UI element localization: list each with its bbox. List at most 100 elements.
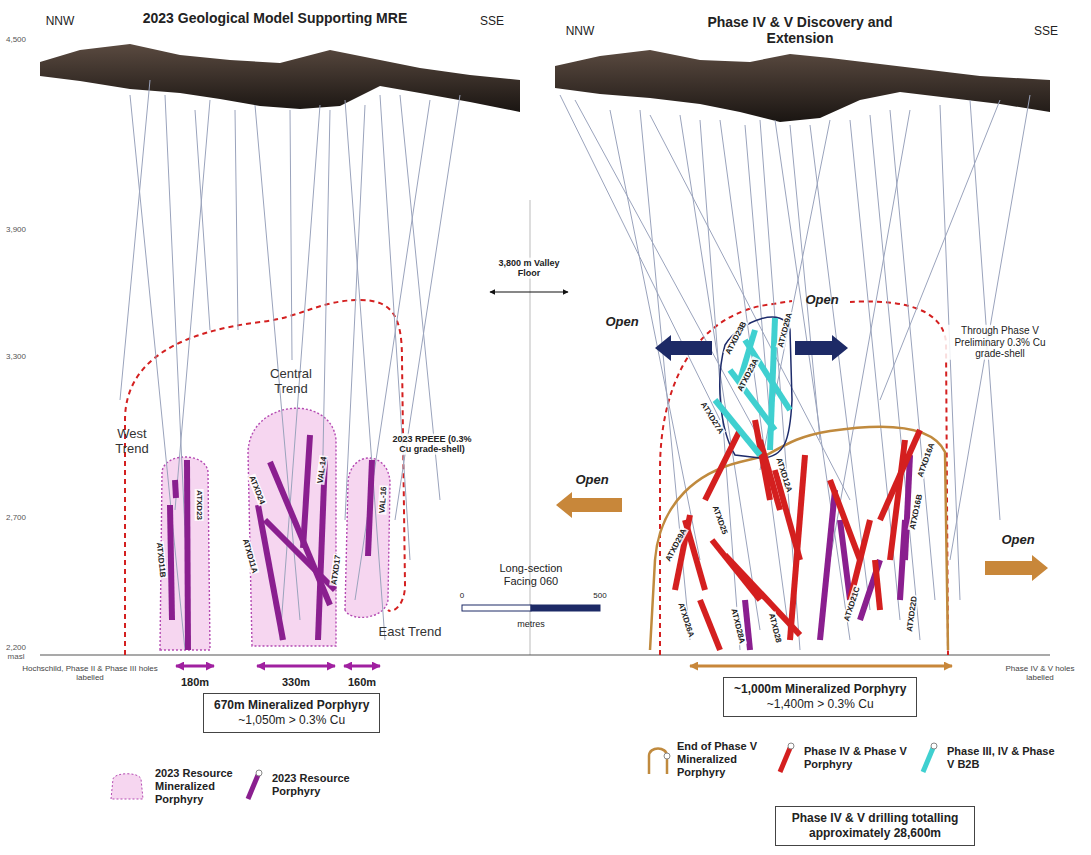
legend-shape — [931, 743, 937, 749]
drill-hole — [235, 110, 238, 330]
drill-holes — [120, 80, 1030, 650]
phase-iv-v-porphyry-group — [675, 420, 920, 650]
legend-sample — [105, 769, 149, 805]
summary-text: Phase IV & V drilling totalling approxim… — [786, 811, 964, 841]
phase-iv-v-porphyry — [830, 480, 860, 560]
drill-hole — [120, 80, 150, 400]
drill-hole — [195, 110, 210, 330]
open-label: Open — [1001, 533, 1034, 548]
elevation-label: 3,300 — [6, 352, 26, 361]
elevation-label: 3,900 — [6, 225, 26, 234]
legend-shape — [256, 770, 262, 776]
resource-porphyry-group — [170, 435, 372, 650]
dimension-arrow — [490, 291, 568, 292]
drill-hole — [640, 110, 690, 640]
phase-iv-v-porphyry — [875, 560, 880, 610]
drill-hole — [345, 105, 365, 520]
legend-item: Phase IV & Phase V Porphyry — [772, 740, 909, 776]
legend-text: Phase IV & Phase V Porphyry — [804, 745, 909, 771]
scale-label: metres — [517, 619, 545, 629]
resource-porphyry — [265, 520, 335, 590]
hole-label: ATXD23 — [194, 489, 203, 521]
summary-text: ~1,000m Mineralized Porphyry — [734, 682, 906, 697]
open-label: Open — [805, 293, 838, 308]
elevation-label: 4,500 — [6, 35, 26, 44]
resource-porphyry — [368, 460, 372, 556]
resource-porphyry — [303, 435, 310, 548]
hole-label: ATXD26A — [676, 601, 696, 640]
legend-shape — [788, 743, 794, 749]
hole-label: ATXD25 — [710, 503, 730, 536]
drill-hole — [345, 100, 385, 640]
legend-sample — [915, 740, 941, 776]
legend-text: 2023 Resource Mineralized Porphyry — [155, 767, 245, 807]
section-baseline — [40, 654, 1050, 655]
summary-box: Phase IV & V drilling totalling approxim… — [775, 806, 975, 846]
open-arrow — [985, 555, 1048, 581]
holes-note: Phase IV & V holes labelled — [995, 664, 1085, 682]
phase-iv-v-porphyry — [700, 600, 720, 650]
drill-hole — [395, 95, 460, 520]
width-label: 330m — [282, 676, 310, 689]
drill-hole — [775, 120, 850, 640]
drill-hole — [130, 95, 185, 650]
hole-label: ATXD23B — [723, 319, 749, 357]
compass-label: SSE — [1034, 25, 1058, 39]
open-label: Open — [575, 473, 608, 488]
trend-label: Central Trend — [261, 367, 321, 397]
hole-label: ATXD29A — [776, 311, 795, 350]
dimension-arrow — [176, 665, 214, 668]
topography — [40, 44, 520, 112]
phase-iv-v-porphyry — [790, 455, 805, 640]
grade-shell-note: Through Phase V Preliminary 0.3% Cu grad… — [944, 325, 1056, 360]
b2b-porphyry — [730, 370, 775, 430]
summary-text: ~1,400m > 0.3% Cu — [734, 697, 906, 712]
width-label: 160m — [348, 676, 376, 689]
summary-box: 670m Mineralized Porphyry~1,050m > 0.3% … — [203, 693, 380, 733]
resource-porphyry — [187, 460, 188, 650]
grade-shell — [125, 300, 405, 655]
topography — [555, 50, 1050, 122]
open-arrow — [795, 335, 848, 361]
compass-label: NNW — [566, 25, 595, 39]
phase-iv-v-porphyry — [890, 440, 905, 560]
scale-bar — [531, 605, 600, 611]
legend-shape — [248, 775, 258, 799]
legend-item: 2023 Resource Porphyry — [240, 767, 362, 803]
scale-label: 500 — [593, 591, 606, 600]
phase-v-outline — [650, 427, 948, 650]
resource-porphyry — [820, 490, 835, 640]
legend-shape — [111, 774, 143, 799]
legend-item: Phase III, IV & Phase V B2B — [915, 740, 1062, 776]
mineralized-shell — [160, 457, 210, 650]
open-arrow — [556, 492, 622, 518]
summary-text: 670m Mineralized Porphyry — [214, 698, 369, 713]
dimension-arrow — [257, 665, 335, 668]
legend-shape — [923, 748, 933, 772]
legend-text: 2023 Resource Porphyry — [272, 772, 362, 798]
compass-label: SSE — [480, 15, 504, 29]
drill-hole — [610, 110, 700, 560]
holes-note: Hochschild, Phase II & Phase III holes l… — [10, 664, 170, 682]
legend-sample — [240, 767, 266, 803]
drill-hole — [650, 115, 850, 500]
section-orientation: Long-section Facing 060 — [484, 562, 579, 587]
summary-box: ~1,000m Mineralized Porphyry~1,400m > 0.… — [723, 677, 917, 717]
panel-title: 2023 Geological Model Supporting MRE — [143, 10, 407, 26]
dimension-arrow — [690, 665, 952, 668]
dimension-arrow — [344, 665, 380, 668]
panel-title: Phase IV & V Discovery and Extension — [685, 14, 915, 46]
drill-hole — [830, 110, 910, 560]
drill-hole — [575, 100, 760, 440]
compass-label: NNW — [46, 15, 75, 29]
scale-label: 0 — [460, 591, 464, 600]
drill-hole — [290, 110, 292, 360]
legend-sample — [645, 742, 671, 778]
open-label: Open — [605, 315, 638, 330]
trend-label: East Trend — [379, 625, 442, 640]
width-label: 180m — [181, 676, 209, 689]
resource-porphyry — [860, 560, 880, 620]
grade-shell-note: 2023 RPEEE (0.3% Cu grade-shell) — [385, 434, 479, 455]
